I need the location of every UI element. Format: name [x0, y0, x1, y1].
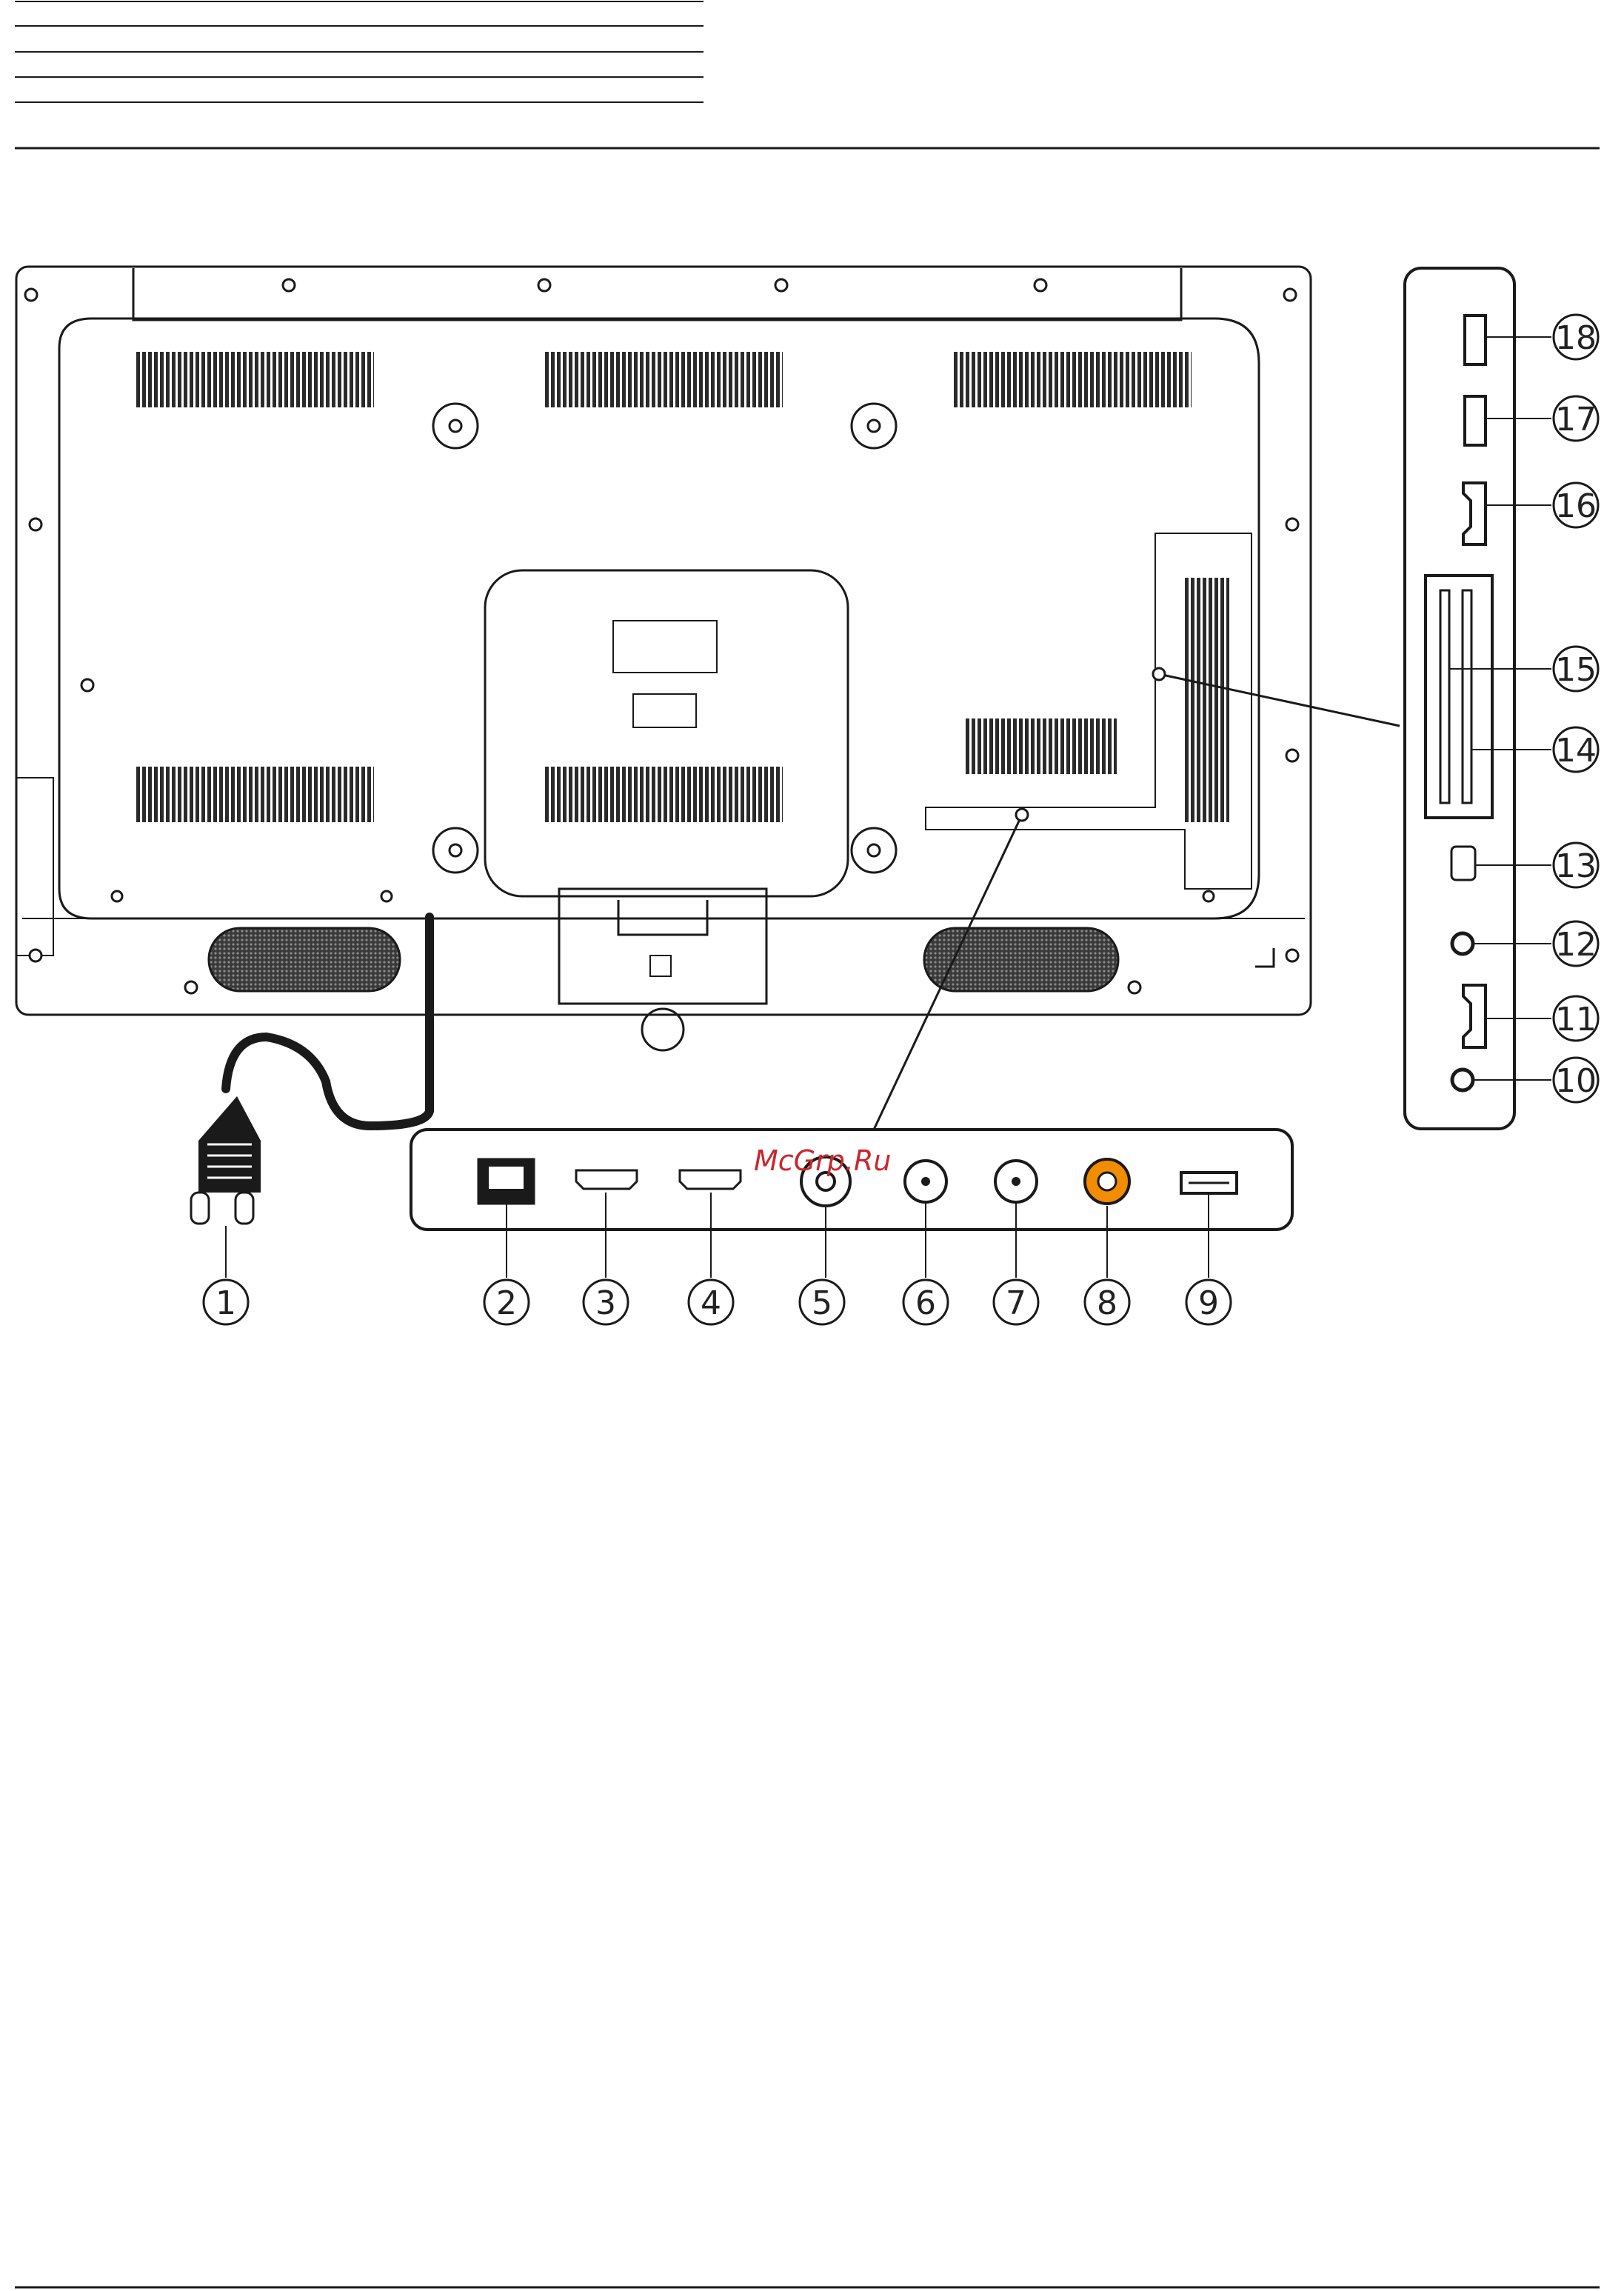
svg-text:1: 1 — [215, 1284, 236, 1322]
bracket-screw — [650, 956, 671, 976]
screw-icon — [30, 518, 41, 530]
callout-18: 18 — [1554, 315, 1598, 359]
svg-text:5: 5 — [812, 1284, 832, 1322]
label-2 — [633, 694, 696, 727]
callout-12: 12 — [1554, 921, 1598, 966]
svg-text:13: 13 — [1555, 847, 1597, 885]
vent-side-right — [1185, 578, 1229, 822]
screw-icon — [1203, 891, 1214, 901]
watermark: McGrp.Ru — [754, 1144, 891, 1177]
screw-icon — [1284, 289, 1296, 301]
vent-top-left — [136, 352, 374, 407]
side-buttons — [16, 778, 53, 956]
side-connector-panel — [1405, 268, 1551, 1129]
svg-text:15: 15 — [1555, 651, 1597, 689]
screw-icon — [81, 679, 93, 691]
screw-icon — [1286, 950, 1298, 961]
callout-8: 8 — [1085, 1280, 1129, 1324]
callout-14: 14 — [1554, 727, 1598, 772]
power-plug-icon — [191, 1096, 261, 1224]
callout-5: 5 — [800, 1280, 844, 1324]
screw-icon — [868, 420, 880, 432]
svg-text:10: 10 — [1555, 1062, 1597, 1100]
callout-10: 10 — [1554, 1058, 1598, 1102]
svg-text:18: 18 — [1555, 319, 1597, 357]
vent-bottom-center — [544, 767, 783, 822]
vent-top-right — [953, 352, 1192, 407]
vent-top-center — [544, 352, 783, 407]
callout-4: 4 — [689, 1280, 733, 1324]
tv-inner-back — [59, 319, 1259, 918]
svg-text:2: 2 — [496, 1284, 517, 1322]
screw-icon — [1286, 518, 1298, 530]
vents — [136, 352, 1229, 822]
speaker-left — [209, 928, 400, 991]
screw-icon — [450, 420, 461, 432]
svg-text:14: 14 — [1555, 732, 1597, 770]
svg-text:9: 9 — [1198, 1284, 1219, 1322]
svg-text:17: 17 — [1555, 401, 1597, 438]
screw-icon — [1129, 981, 1140, 993]
svg-text:4: 4 — [701, 1284, 721, 1322]
svg-text:12: 12 — [1555, 926, 1597, 964]
svg-text:3: 3 — [595, 1284, 616, 1322]
callout-17: 17 — [1554, 396, 1598, 441]
screw-icon — [1286, 750, 1298, 761]
rca-port-icon-orange — [1085, 1159, 1129, 1204]
screw-icon — [381, 891, 392, 901]
stand-mount-plate — [485, 570, 848, 896]
label-1 — [613, 621, 717, 673]
bottom-bracket — [559, 889, 766, 1004]
callout-9: 9 — [1186, 1280, 1231, 1324]
callout-15: 15 — [1554, 647, 1598, 691]
svg-text:16: 16 — [1555, 487, 1597, 525]
screw-icon — [775, 279, 787, 291]
svg-text:6: 6 — [915, 1284, 936, 1322]
screw-icon — [868, 844, 880, 856]
callout-16: 16 — [1554, 483, 1598, 527]
callout-6: 6 — [903, 1280, 948, 1324]
svg-text:11: 11 — [1555, 1001, 1597, 1038]
screw-icon — [450, 844, 461, 856]
screw-icon — [30, 950, 41, 961]
screw-icon — [283, 279, 295, 291]
vent-bottom-left — [136, 767, 374, 822]
callout-13: 13 — [1554, 843, 1598, 887]
screw-icon — [538, 279, 550, 291]
callout-11: 11 — [1554, 996, 1598, 1041]
svg-text:8: 8 — [1097, 1284, 1117, 1322]
callout-1: 1 — [204, 1280, 248, 1324]
screw-icon — [185, 981, 197, 993]
screw-icon — [25, 289, 37, 301]
screw-icon — [1035, 279, 1046, 291]
callout-7: 7 — [994, 1280, 1038, 1324]
pointer-lines — [874, 668, 1400, 1130]
callout-2: 2 — [484, 1280, 529, 1324]
svg-text:7: 7 — [1006, 1284, 1026, 1322]
tv-top-rim — [133, 268, 1181, 320]
lan-port-icon — [478, 1159, 534, 1204]
screw-icon — [112, 891, 122, 901]
vent-mid-right — [965, 718, 1117, 774]
callout-3: 3 — [584, 1280, 628, 1324]
